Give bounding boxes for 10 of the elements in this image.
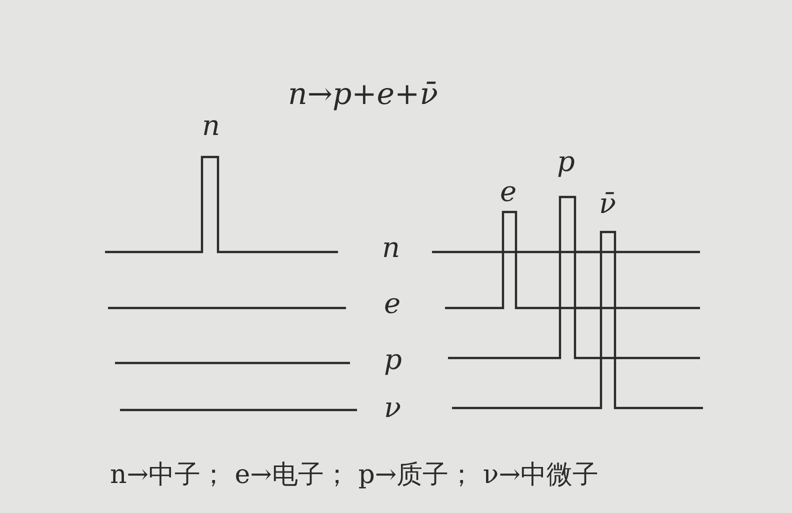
- peak-label: e: [500, 178, 517, 206]
- peak-label: p: [557, 148, 575, 176]
- level-label: n: [382, 234, 400, 262]
- level-label: ν: [384, 394, 402, 422]
- equation-title: n→p+e+ν̄: [288, 80, 438, 110]
- level-label: e: [384, 290, 401, 318]
- peak-label: ν̄: [599, 190, 616, 218]
- level-label: p: [384, 346, 402, 374]
- legend-note: n→中子； e→电子； p→质子； ν→中微子: [110, 462, 599, 488]
- peak-label: n: [202, 112, 220, 140]
